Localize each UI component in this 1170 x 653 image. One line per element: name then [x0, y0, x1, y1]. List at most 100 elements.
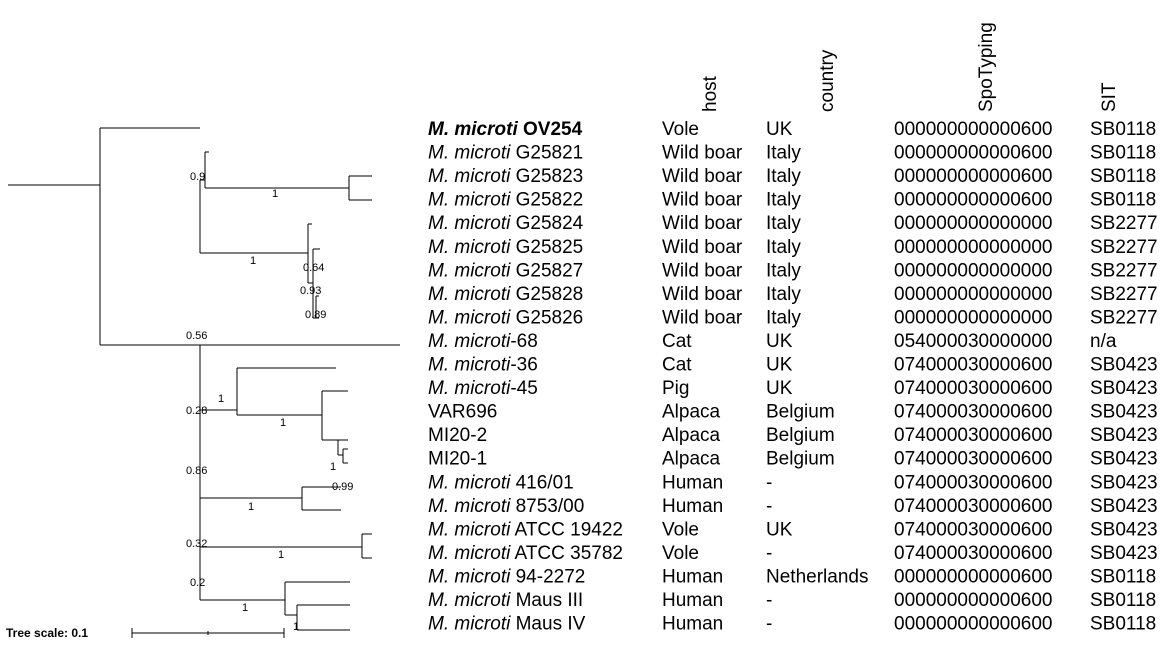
support-value: 0.28: [186, 405, 207, 417]
host-cell: Wild boar: [662, 190, 743, 211]
spotyping-cell: 000000000000600: [894, 143, 1053, 164]
host-cell: Vole: [662, 519, 699, 540]
support-value: 1: [272, 188, 278, 200]
country-cell: Belgium: [766, 449, 835, 470]
support-value: 1: [218, 393, 224, 405]
host-cell: Wild boar: [662, 237, 743, 258]
host-cell: Vole: [662, 119, 699, 140]
spotyping-cell: 000000000000000: [894, 237, 1053, 258]
country-cell: Belgium: [766, 425, 835, 446]
support-value: 0.64: [303, 262, 324, 274]
host-cell: Human: [662, 472, 723, 493]
sit-cell: SB2277: [1090, 260, 1158, 281]
sit-cell: SB0423: [1090, 519, 1158, 540]
host-cell: Wild boar: [662, 143, 743, 164]
strain-genus: M. microti: [428, 284, 511, 305]
host-cell: Human: [662, 614, 723, 635]
spotyping-cell: 000000000000600: [894, 166, 1053, 187]
country-cell: UK: [766, 119, 793, 140]
support-value: 1: [250, 255, 256, 267]
support-value: 0.89: [305, 309, 326, 321]
host-cell: Pig: [662, 378, 689, 399]
support-value: 0.9: [190, 171, 205, 183]
host-cell: Alpaca: [662, 449, 721, 470]
strain-id: -36: [510, 355, 537, 376]
host-cell: Wild boar: [662, 307, 743, 328]
support-value: 1: [248, 501, 254, 513]
strain-name: M. microti-36: [428, 355, 538, 376]
strain-id: G25821: [510, 143, 583, 164]
support-value: 0.2: [190, 577, 205, 589]
strain-id: -45: [510, 378, 537, 399]
country-cell: Italy: [766, 213, 801, 234]
strain-genus: M. microti: [428, 119, 518, 140]
strain-genus: M. microti: [428, 307, 511, 328]
strain-genus: M. microti: [428, 543, 511, 564]
spotyping-cell: 074000030000600: [894, 425, 1053, 446]
strain-genus: M. microti: [428, 519, 511, 540]
strain-id: G25823: [510, 166, 583, 187]
strain-name: M. microti 8753/00: [428, 496, 584, 517]
country-cell: Netherlands: [766, 567, 868, 588]
spotyping-cell: 054000030000000: [894, 331, 1053, 352]
phylogenetic-tree: [8, 127, 400, 631]
country-cell: UK: [766, 331, 793, 352]
country-cell: -: [766, 472, 772, 493]
strain-genus: M. microti: [428, 378, 511, 399]
header-country: country: [817, 49, 838, 112]
strain-id: 94-2272: [510, 567, 585, 588]
country-cell: Italy: [766, 237, 801, 258]
sit-cell: SB0118: [1090, 119, 1156, 140]
strain-name: M. microti G25828: [428, 284, 583, 305]
host-cell: Human: [662, 496, 723, 517]
strain-id: G25827: [510, 260, 583, 281]
tree-scale: Tree scale: 0.1: [6, 626, 285, 640]
strain-id: G25824: [510, 213, 583, 234]
sit-cell: SB0118: [1090, 590, 1156, 611]
country-cell: -: [766, 496, 772, 517]
spotyping-cell: 074000030000600: [894, 472, 1053, 493]
strain-genus: M. microti: [428, 237, 511, 258]
strain-name: M. microti Maus IV: [428, 614, 586, 635]
support-value: 0.32: [186, 538, 207, 550]
spotyping-cell: 000000000000000: [894, 260, 1053, 281]
strain-name: M. microti G25823: [428, 166, 583, 187]
host-cell: Cat: [662, 331, 692, 352]
country-cell: -: [766, 543, 772, 564]
strain-genus: M. microti: [428, 260, 511, 281]
spotyping-cell: 000000000000600: [894, 119, 1053, 140]
support-value: 0.86: [186, 465, 207, 477]
spotyping-cell: 000000000000000: [894, 284, 1053, 305]
strain-id: Maus IV: [510, 614, 585, 635]
strain-name: VAR696: [428, 402, 497, 423]
strain-id: 416/01: [510, 472, 573, 493]
country-cell: Italy: [766, 190, 801, 211]
strain-genus: M. microti: [428, 590, 511, 611]
host-cell: Human: [662, 590, 723, 611]
strain-genus: M. microti: [428, 166, 511, 187]
support-value: 0.99: [332, 481, 353, 493]
country-cell: -: [766, 590, 772, 611]
sit-cell: SB2277: [1090, 213, 1158, 234]
strain-id: G25826: [510, 307, 583, 328]
country-cell: Italy: [766, 260, 801, 281]
strain-genus: M. microti: [428, 355, 511, 376]
strain-genus: M. microti: [428, 190, 511, 211]
strain-id: OV254: [518, 119, 583, 140]
spotyping-cell: 074000030000600: [894, 496, 1053, 517]
support-value: 1: [280, 417, 286, 429]
spotyping-cell: 000000000000600: [894, 567, 1053, 588]
sit-cell: SB2277: [1090, 284, 1158, 305]
host-cell: Wild boar: [662, 213, 743, 234]
country-cell: UK: [766, 378, 793, 399]
spotyping-cell: 074000030000600: [894, 449, 1053, 470]
tree-scale-label: Tree scale: 0.1: [6, 626, 88, 640]
strain-name: M. microti G25827: [428, 260, 583, 281]
strain-name: MI20-2: [428, 425, 487, 446]
strain-id: G25825: [510, 237, 583, 258]
sit-cell: SB0118: [1090, 567, 1156, 588]
strain-name: M. microti ATCC 35782: [428, 543, 623, 564]
